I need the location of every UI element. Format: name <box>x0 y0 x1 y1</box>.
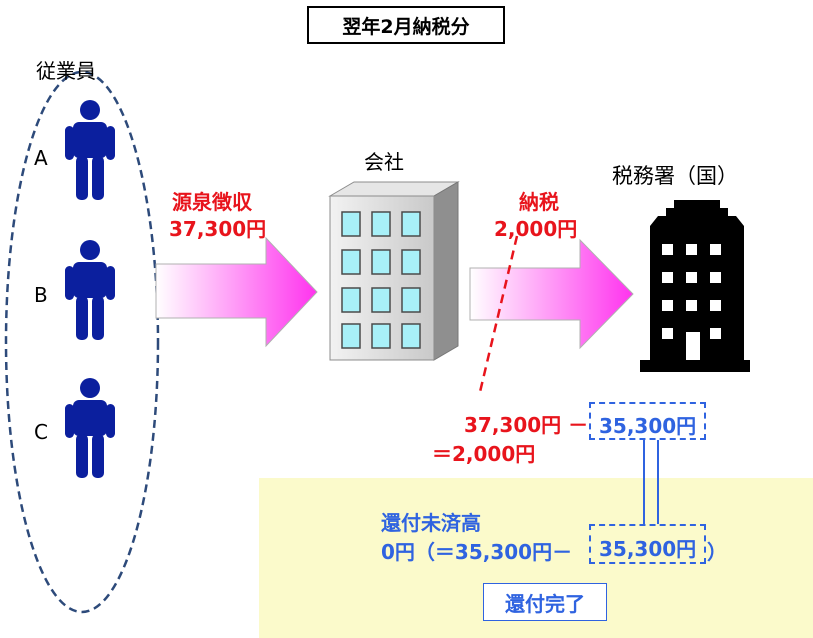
refund-box-value: 35,300円 <box>599 537 697 561</box>
person-c-icon <box>65 378 115 478</box>
office-building-icon <box>328 181 460 361</box>
refund-complete-label: 還付完了 <box>505 591 585 616</box>
tax-payment-amount: 2,000円 <box>494 217 578 241</box>
tax-payment-arrow <box>469 238 634 350</box>
refund-line-right: ） <box>707 540 727 564</box>
tax-office-building-icon <box>640 200 750 372</box>
person-b-icon <box>65 240 115 340</box>
calc-result-box: 35,300円 <box>589 402 706 440</box>
withholding-label: 源泉徴収 <box>172 190 252 214</box>
page-title: 翌年2月納税分 <box>307 6 505 44</box>
employee-group-label: 従業員 <box>36 59 96 83</box>
employee-group-ellipse <box>4 70 160 614</box>
person-a-label: A <box>34 146 48 170</box>
tax-payment-label: 納税 <box>519 190 559 214</box>
refund-complete-box: 還付完了 <box>483 583 607 621</box>
person-a-icon <box>65 100 115 200</box>
refund-line-left: 0円（＝35,300円－ <box>381 540 573 564</box>
calc-result-value: 35,300円 <box>599 414 697 438</box>
person-c-label: C <box>34 420 48 444</box>
person-b-label: B <box>34 283 48 307</box>
company-label: 会社 <box>364 150 404 174</box>
refund-box: 35,300円 <box>589 524 706 564</box>
refund-label: 還付未済高 <box>381 511 481 535</box>
calc-link-line <box>478 235 519 393</box>
tax-office-label: 税務署（国） <box>612 164 738 188</box>
calc-line2: ＝2,000円 <box>432 442 536 466</box>
calc-line1-left: 37,300円 － <box>464 413 589 437</box>
withholding-arrow <box>155 236 318 348</box>
withholding-amount: 37,300円 <box>169 217 267 241</box>
